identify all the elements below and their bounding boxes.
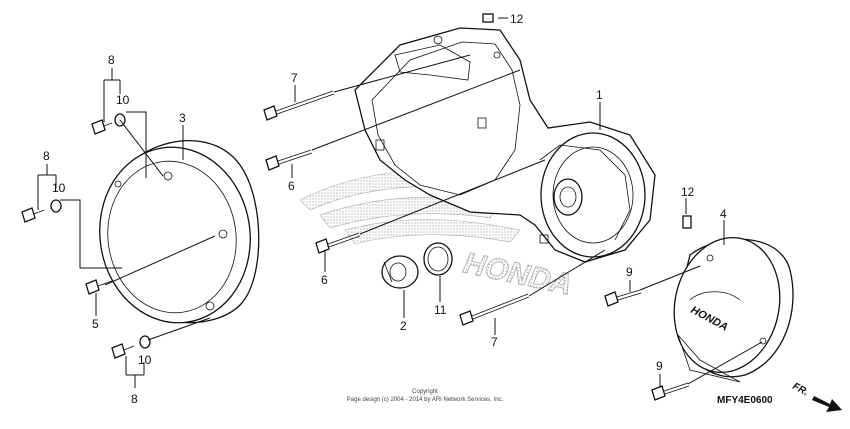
- left-cover-part-3[interactable]: [88, 137, 261, 332]
- bolt-part-5[interactable]: [85, 279, 113, 295]
- callout-12-top[interactable]: 12: [510, 12, 524, 26]
- crankcase-cover-part-1[interactable]: [354, 27, 656, 263]
- watermark-text: HONDA: [461, 247, 575, 302]
- callout-11[interactable]: 11: [434, 303, 447, 317]
- callout-5[interactable]: 5: [92, 317, 99, 331]
- callout-6-upper[interactable]: 6: [288, 179, 295, 193]
- arrow-icon: [812, 396, 842, 412]
- callout-7-upper[interactable]: 7: [291, 71, 298, 85]
- bolt-part-9-lower[interactable]: [651, 382, 690, 401]
- plug-part-2[interactable]: [381, 255, 419, 289]
- callouts: 1 2 3 4 5 6 6 7 7 8 8 8 9 9 10 10 10 11 …: [43, 12, 727, 406]
- o-ring-part-11[interactable]: [423, 242, 453, 276]
- callout-2[interactable]: 2: [400, 319, 407, 333]
- callout-9-upper[interactable]: 9: [626, 265, 633, 279]
- washer-part-10-bottom[interactable]: [139, 335, 151, 349]
- direction-label: FR.: [791, 381, 810, 398]
- callout-8-top[interactable]: 8: [108, 53, 115, 67]
- copyright-line-2: Page design (c) 2004 - 2014 by ARI Netwo…: [347, 397, 504, 403]
- callout-10-mid[interactable]: 10: [52, 181, 66, 195]
- dowel-pin-part-12-right[interactable]: [682, 215, 692, 229]
- right-cover-part-4[interactable]: HONDA: [662, 228, 794, 383]
- bolt-part-6-lower[interactable]: [315, 232, 361, 254]
- callout-12-right[interactable]: 12: [681, 185, 695, 199]
- callout-10-bottom[interactable]: 10: [138, 353, 152, 367]
- callout-8-mid[interactable]: 8: [43, 149, 50, 163]
- drawing-code: MFY4E0600: [717, 395, 773, 406]
- bolt-part-7-lower[interactable]: [459, 293, 530, 326]
- callout-1[interactable]: 1: [596, 88, 603, 102]
- callout-7-lower[interactable]: 7: [491, 335, 498, 349]
- washer-part-10-mid[interactable]: [50, 199, 62, 213]
- callout-10-top[interactable]: 10: [116, 93, 130, 107]
- bolt-part-8-bottom[interactable]: [111, 335, 151, 359]
- callout-3[interactable]: 3: [179, 111, 186, 125]
- leader-lines: [37, 17, 763, 388]
- bolt-part-8-mid[interactable]: [21, 199, 62, 223]
- copyright-line-1: Copyright: [412, 389, 438, 395]
- bolt-part-7-upper[interactable]: [263, 90, 335, 121]
- callout-9-lower[interactable]: 9: [656, 359, 663, 373]
- callout-4[interactable]: 4: [720, 207, 727, 221]
- bolt-part-9-upper[interactable]: [604, 289, 642, 307]
- bolt-part-6-upper[interactable]: [265, 149, 313, 171]
- callout-8-bottom[interactable]: 8: [131, 392, 138, 406]
- front-direction-arrow: FR.: [791, 381, 842, 412]
- callout-6-lower[interactable]: 6: [321, 273, 328, 287]
- bolt-part-8-top[interactable]: [91, 113, 126, 135]
- dowel-pin-part-12-top[interactable]: [482, 13, 494, 23]
